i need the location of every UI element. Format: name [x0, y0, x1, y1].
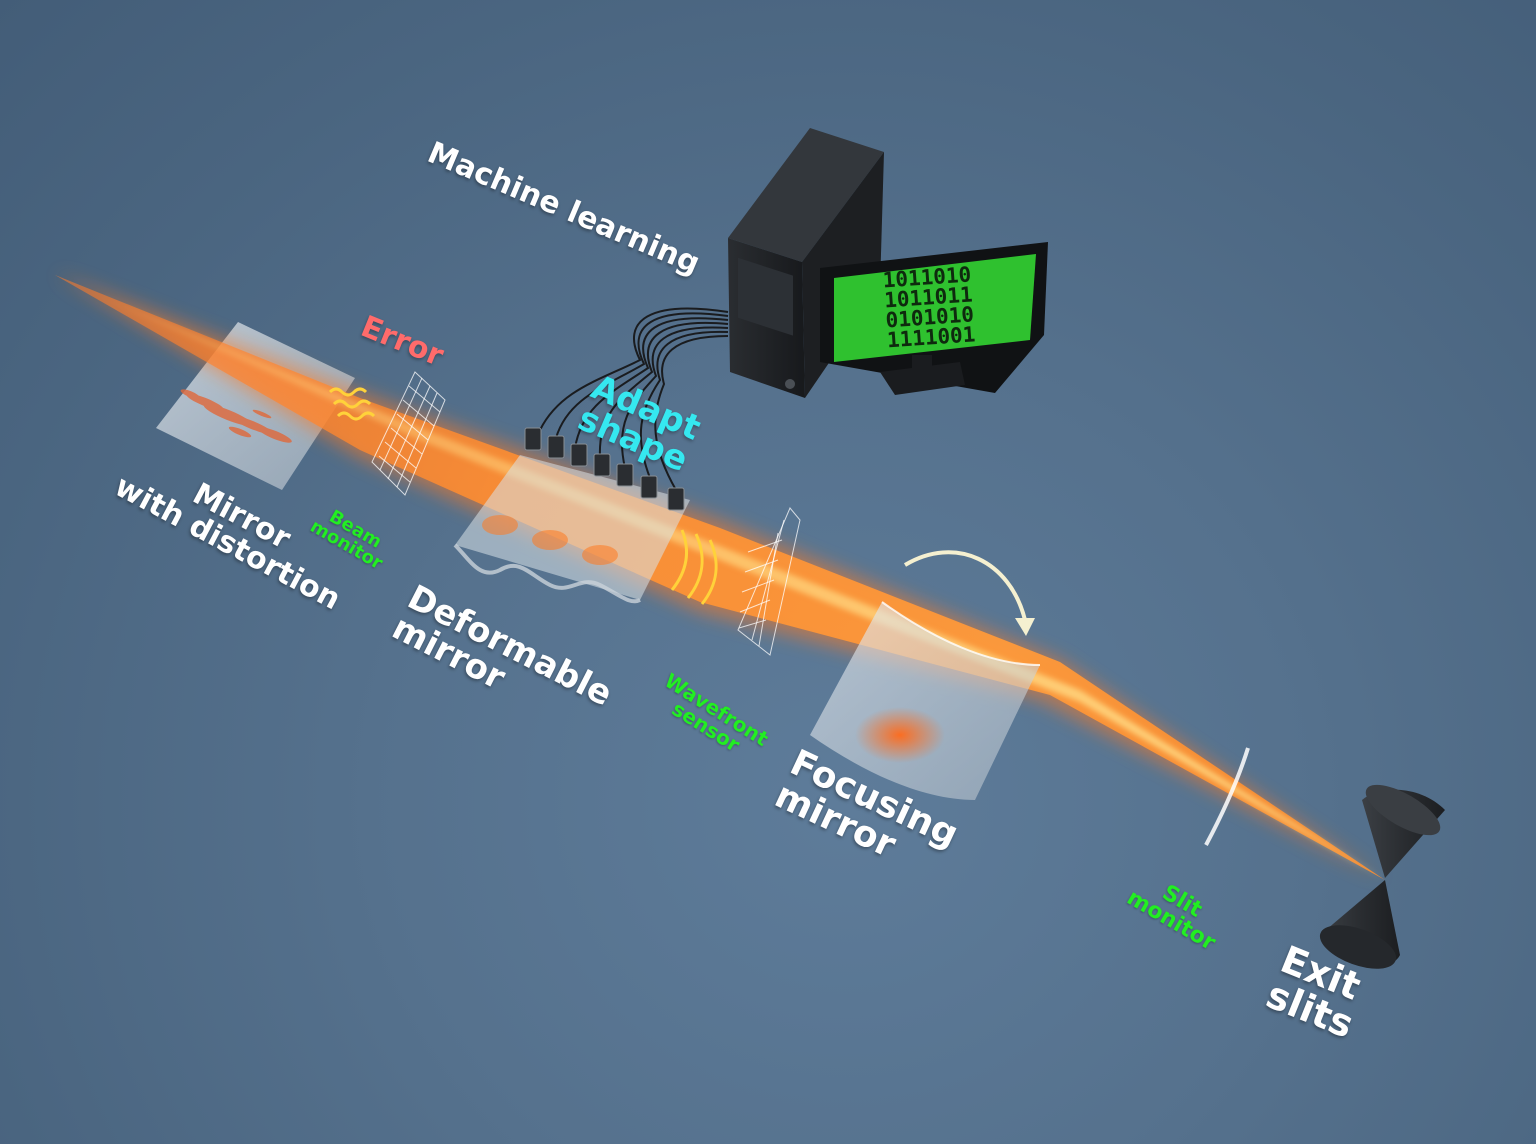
slit-monitor: [1204, 747, 1250, 846]
hourglass-cones-icon: [1319, 784, 1445, 969]
wavefront-icon: [670, 529, 718, 605]
beam-monitor-grid: [371, 371, 446, 496]
error-wave-icon: [328, 387, 376, 421]
curved-arrow-icon: [903, 550, 1035, 636]
xray-beam: [55, 273, 1385, 880]
control-cables: [539, 307, 729, 491]
monitor-screen: [834, 254, 1036, 362]
computer-tower-icon: [728, 128, 884, 398]
deformable-mirror: [453, 427, 690, 604]
wavefront-sensor-grid: [737, 507, 801, 656]
focusing-mirror: [810, 601, 1041, 800]
monitor-icon: [820, 242, 1048, 395]
actuator-array: [524, 427, 685, 511]
